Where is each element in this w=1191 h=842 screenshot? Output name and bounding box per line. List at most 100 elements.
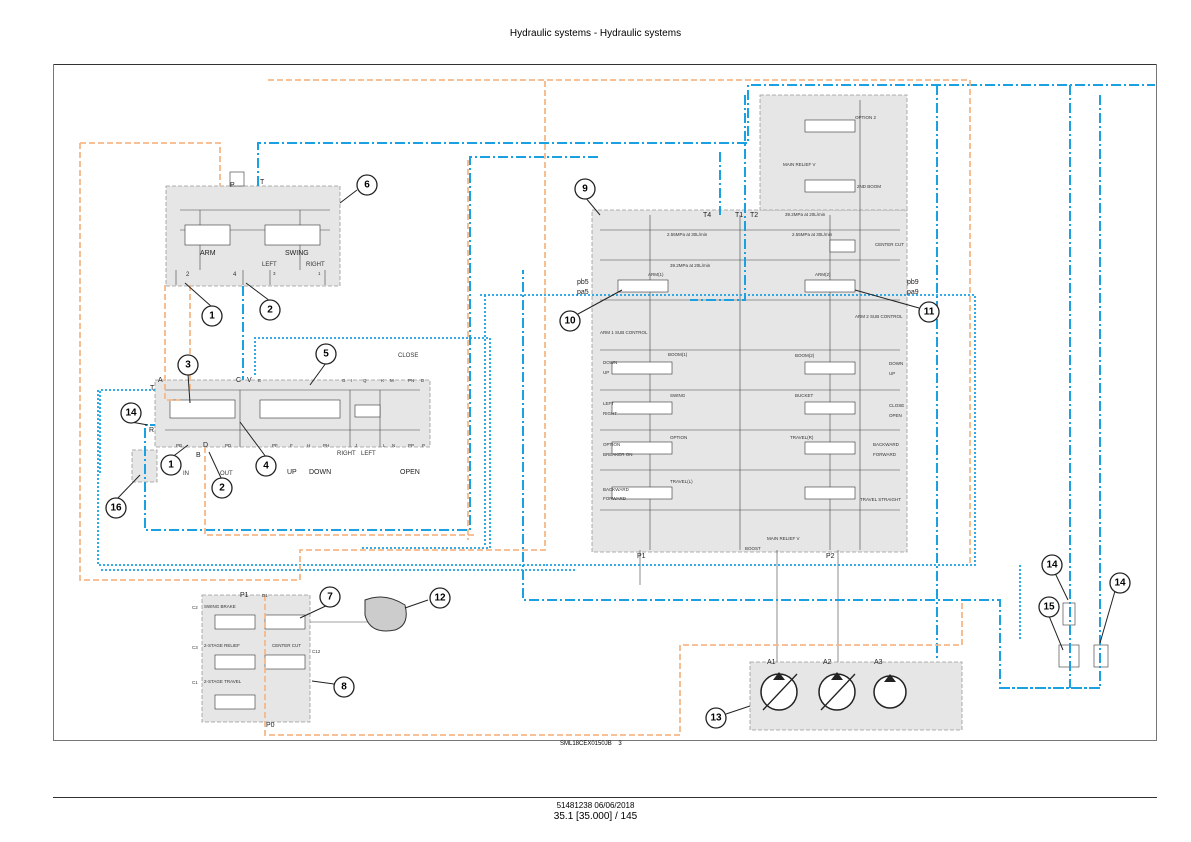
svg-text:P1: P1 [637,553,646,560]
footer-rule [53,797,1157,798]
svg-text:2.55MPa at 30L/min: 2.55MPa at 30L/min [792,232,833,237]
svg-text:8: 8 [341,682,347,693]
svg-text:H: H [307,443,310,448]
pilot-filter-icon [229,171,245,187]
callout-leaders [115,189,1116,715]
callout-15: 15 [1038,596,1060,618]
svg-text:1: 1 [168,460,174,471]
callout-14b: 14 [1041,554,1063,576]
svg-text:C3: C3 [192,645,198,650]
svg-text:pa5: pa5 [577,289,589,296]
svg-text:T: T [260,179,265,186]
svg-text:A3: A3 [874,659,883,666]
footer-page-number: 35.1 [35.000] / 145 [553,811,638,822]
callout-10: 10 [559,310,581,332]
solenoid-block-labels: P1 D1 P0 C2 C3 C1 C12 SWING BRAKE 2-STAG… [192,592,321,729]
svg-text:PB: PB [176,443,182,448]
callout-16: 16 [105,497,127,519]
svg-text:1: 1 [209,311,215,322]
callout-11: 11 [918,301,940,323]
svg-text:C: C [236,377,241,384]
svg-text:13: 13 [710,713,722,724]
svg-text:BREAKER ON: BREAKER ON [603,452,633,457]
callout-1b: 1 [160,454,182,476]
svg-text:TRAVEL(R): TRAVEL(R) [790,435,814,440]
svg-text:P: P [230,182,235,189]
svg-text:TRAVEL STRAIGHT: TRAVEL STRAIGHT [860,497,901,502]
svg-text:BUCKET: BUCKET [795,393,814,398]
callout-2b: 2 [211,477,233,499]
svg-text:3: 3 [185,360,191,371]
control-valve-labels: A T R C V E B D PB PD G I Q K M PN D PF … [149,353,425,477]
page-header-title: Hydraulic systems - Hydraulic systems [509,28,682,39]
svg-text:4: 4 [263,461,269,472]
callout-13: 13 [705,707,727,729]
svg-text:2: 2 [186,272,190,278]
svg-text:A1: A1 [767,659,776,666]
main-valve-labels: T4 T1 T2 pb5 pa5 pb9 pa9 P1 P2 ARM(1) AR… [577,115,919,560]
callout-4: 4 [255,455,277,477]
svg-text:16: 16 [110,503,122,514]
svg-text:pb5: pb5 [577,279,589,286]
callout-14c: 14 [1109,572,1131,594]
svg-text:2-STAGE TRAVEL: 2-STAGE TRAVEL [204,679,242,684]
svg-text:UP: UP [603,370,609,375]
svg-text:UP: UP [889,371,895,376]
callout-6: 6 [356,174,378,196]
svg-text:ARM(2): ARM(2) [815,272,831,277]
svg-text:11: 11 [924,307,935,318]
svg-text:12: 12 [434,593,446,604]
svg-text:PD: PD [225,443,232,448]
svg-text:BOOM(1): BOOM(1) [668,352,688,357]
drain-dashed-lines [79,79,971,736]
svg-text:SWING BRAKE: SWING BRAKE [204,604,236,609]
internal-piping [165,100,900,710]
svg-text:UP: UP [287,469,297,476]
svg-text:2ND BOOM: 2ND BOOM [857,184,881,189]
callout-9: 9 [574,178,596,200]
svg-text:BACKWARD: BACKWARD [873,442,900,447]
svg-text:G: G [342,378,346,383]
svg-text:C2: C2 [192,605,198,610]
svg-text:P1: P1 [240,592,249,599]
svg-text:K: K [381,378,384,383]
svg-text:15: 15 [1043,602,1055,613]
svg-text:L: L [383,443,386,448]
svg-text:CLOSE: CLOSE [398,353,418,359]
svg-text:SWING: SWING [285,250,309,257]
svg-text:14: 14 [1046,560,1058,571]
callout-14: 14 [120,402,142,424]
svg-text:PF: PF [272,443,278,448]
svg-text:J: J [355,443,357,448]
svg-text:3: 3 [273,271,276,276]
svg-text:Q: Q [363,378,367,383]
footer-doc-number: 51481238 06/06/2018 [556,801,635,810]
pilot-pressure-lines [144,84,1155,689]
svg-text:MAIN RELIEF V: MAIN RELIEF V [783,162,816,167]
svg-text:BOOM(2): BOOM(2) [795,353,815,358]
svg-text:LEFT: LEFT [603,401,614,406]
svg-text:ARM: ARM [200,250,216,257]
svg-text:V: V [247,377,252,384]
diagram-code: SML18CEX0150JB 3 [560,741,622,747]
svg-text:PH: PH [323,443,329,448]
callout-12: 12 [429,587,451,609]
svg-text:5: 5 [323,349,329,360]
callout-1: 1 [201,305,223,327]
svg-text:B: B [196,452,201,459]
svg-text:RIGHT: RIGHT [337,451,356,457]
svg-text:IN: IN [183,471,189,477]
svg-text:LEFT: LEFT [262,262,277,268]
svg-text:TRAVEL(L): TRAVEL(L) [670,479,693,484]
svg-text:PP: PP [408,443,414,448]
svg-text:BOOST: BOOST [745,546,761,551]
svg-text:P2: P2 [826,553,835,560]
svg-text:MAIN RELIEF V: MAIN RELIEF V [767,536,800,541]
svg-text:A2: A2 [823,659,832,666]
diagram-sheet-number: 3 [618,741,622,747]
svg-text:D1: D1 [262,593,268,598]
svg-text:DOWN: DOWN [889,361,903,366]
svg-text:10: 10 [564,316,576,327]
joystick-icon [364,596,407,632]
